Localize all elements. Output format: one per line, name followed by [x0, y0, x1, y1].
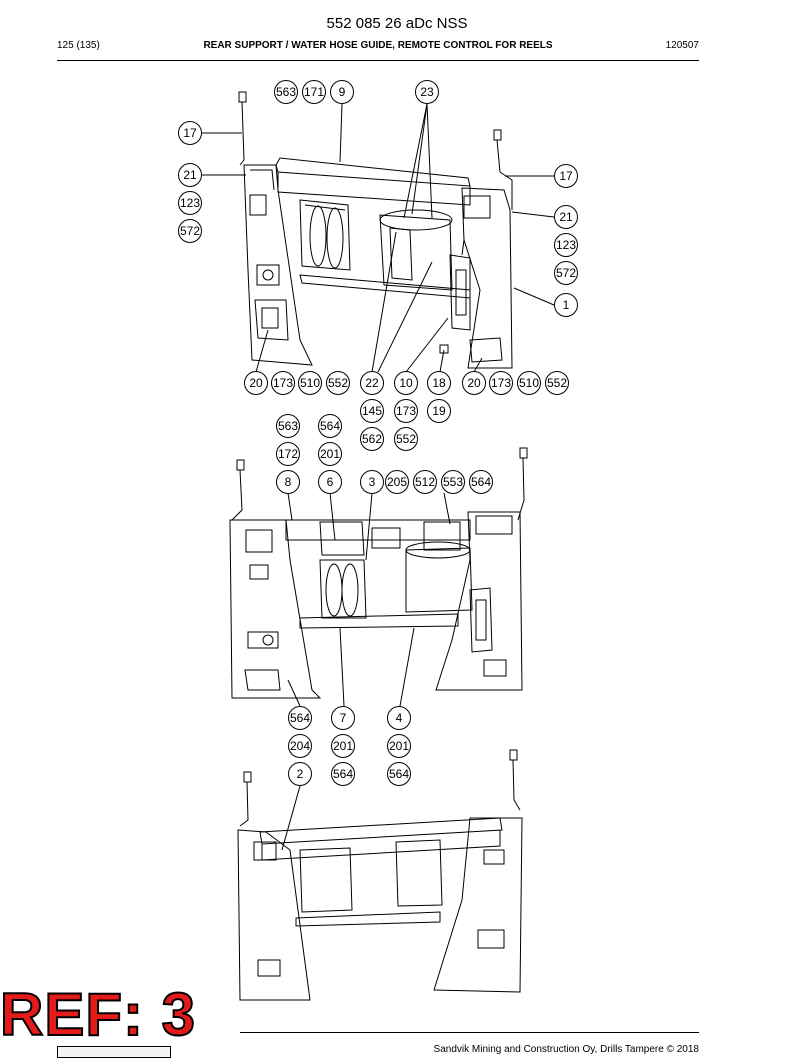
- callout-balloon: 553: [441, 470, 465, 494]
- callout-balloon: 563: [276, 414, 300, 438]
- callout-balloon: 552: [394, 427, 418, 451]
- top-assembly-drawing: [202, 91, 555, 373]
- callout-balloon: 564: [331, 762, 355, 786]
- page-header: 125 (135) REAR SUPPORT / WATER HOSE GUID…: [57, 40, 699, 56]
- callout-balloon: 173: [394, 399, 418, 423]
- callout-balloon: 510: [517, 371, 541, 395]
- callout-balloon: 512: [413, 470, 437, 494]
- callout-balloon: 7: [331, 706, 355, 730]
- callout-balloon: 552: [545, 371, 569, 395]
- callout-balloon: 9: [330, 80, 354, 104]
- callout-balloon: 205: [385, 470, 409, 494]
- company-logo: [57, 1046, 171, 1058]
- middle-assembly-drawing: [229, 447, 528, 707]
- footer-rule: [240, 1032, 699, 1033]
- callout-balloon: 201: [387, 734, 411, 758]
- callout-balloon: 1: [554, 293, 578, 317]
- callout-balloon: 21: [178, 163, 202, 187]
- callout-balloon: 201: [331, 734, 355, 758]
- callout-balloon: 17: [554, 164, 578, 188]
- callout-balloon: 572: [178, 219, 202, 243]
- callout-balloon: 4: [387, 706, 411, 730]
- document-date-code: 120507: [665, 40, 699, 51]
- callout-balloon: 564: [318, 414, 342, 438]
- callout-balloon: 564: [469, 470, 493, 494]
- callout-balloon: 562: [360, 427, 384, 451]
- callout-balloon: 123: [178, 191, 202, 215]
- callout-balloon: 173: [271, 371, 295, 395]
- callout-balloon: 3: [360, 470, 384, 494]
- ref-stamp: REF: 3: [0, 981, 197, 1048]
- callout-balloon: 6: [318, 470, 342, 494]
- callout-balloon: 10: [394, 371, 418, 395]
- callout-balloon: 2: [288, 762, 312, 786]
- callout-balloon: 20: [462, 371, 486, 395]
- callout-balloon: 172: [276, 442, 300, 466]
- section-title: REAR SUPPORT / WATER HOSE GUIDE, REMOTE …: [203, 40, 553, 51]
- callout-balloon: 171: [302, 80, 326, 104]
- callout-balloon: 20: [244, 371, 268, 395]
- callout-balloon: 572: [554, 261, 578, 285]
- callout-balloon: 563: [274, 80, 298, 104]
- callout-balloon: 21: [554, 205, 578, 229]
- bottom-assembly-drawing: [237, 749, 523, 1001]
- callout-balloon: 510: [298, 371, 322, 395]
- callout-balloon: 17: [178, 121, 202, 145]
- page-number: 125 (135): [57, 40, 100, 51]
- callout-balloon: 123: [554, 233, 578, 257]
- callout-balloon: 145: [360, 399, 384, 423]
- callout-balloon: 19: [427, 399, 451, 423]
- callout-balloon: 564: [288, 706, 312, 730]
- footer-copyright: Sandvik Mining and Construction Oy, Dril…: [433, 1044, 699, 1055]
- callout-balloon: 22: [360, 371, 384, 395]
- header-rule: [57, 60, 699, 61]
- callout-balloon: 23: [415, 80, 439, 104]
- callout-balloon: 564: [387, 762, 411, 786]
- callout-balloon: 8: [276, 470, 300, 494]
- callout-balloon: 201: [318, 442, 342, 466]
- callout-balloon: 204: [288, 734, 312, 758]
- callout-balloon: 173: [489, 371, 513, 395]
- page-title: 552 085 26 aDc NSS: [326, 15, 468, 32]
- callout-balloon: 18: [427, 371, 451, 395]
- callout-balloon: 552: [326, 371, 350, 395]
